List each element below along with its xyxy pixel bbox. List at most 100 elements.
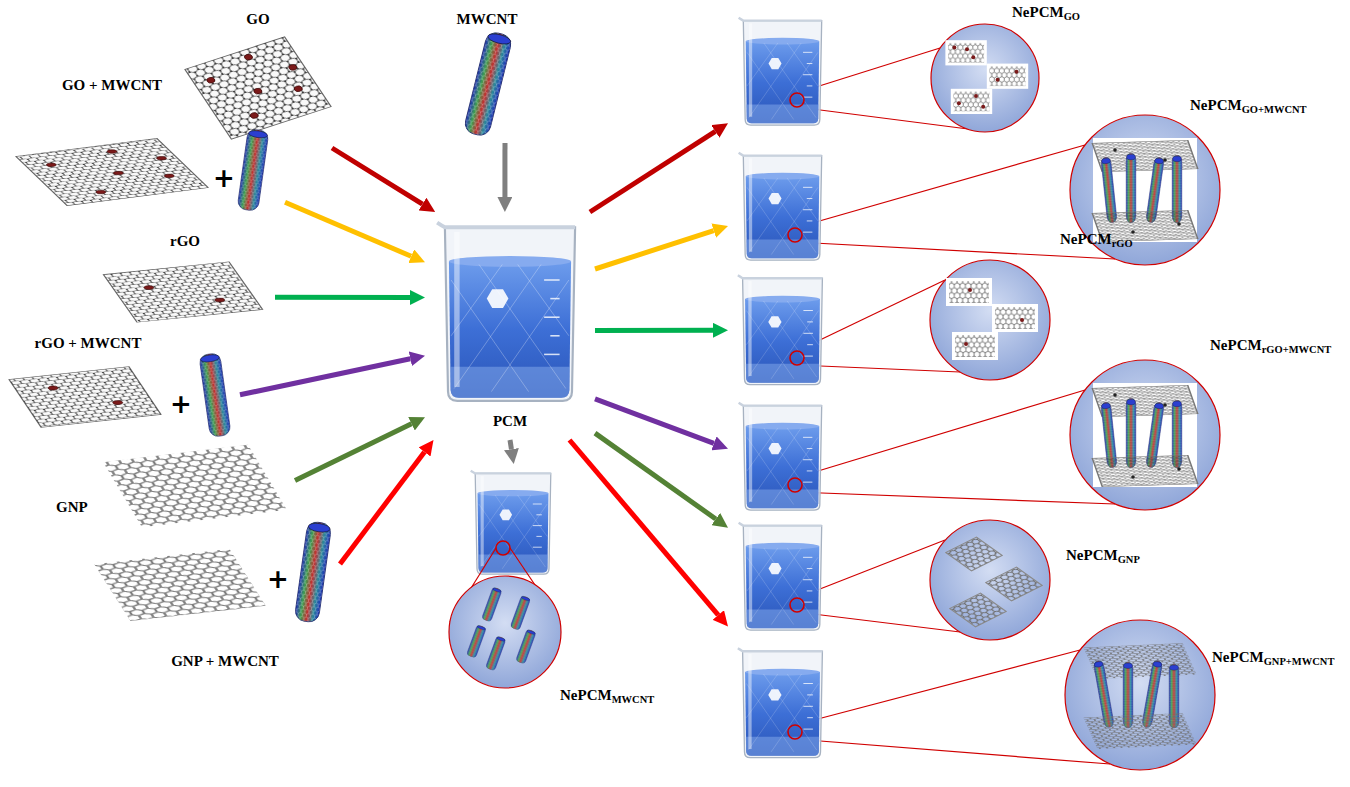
hybrid-structure [1084, 643, 1197, 749]
process-arrow [295, 424, 412, 481]
beaker [738, 275, 823, 384]
reduced-graphene-oxide-sheet [103, 262, 262, 323]
diagram-node: NePCMrGO [728, 228, 1138, 393]
node-label: NePCMGNP [1066, 546, 1140, 569]
node-label: GNP + MWCNT [171, 652, 279, 670]
process-arrow [570, 440, 719, 615]
beaker [739, 403, 822, 510]
process-arrow [595, 399, 714, 443]
process-arrow [595, 328, 713, 333]
node-subscript: GNP+MWCNT [1264, 656, 1335, 667]
zoom-circle [449, 576, 561, 688]
node-name: GNP + MWCNT [171, 653, 279, 669]
node-name: NePCM [1012, 4, 1064, 20]
node-label: NePCMrGO+MWCNT [1210, 336, 1331, 359]
node-label: NePCMGO [1012, 3, 1080, 26]
diagram-node: GO [180, 6, 340, 148]
beaker [739, 153, 822, 260]
node-name: GO [246, 11, 269, 27]
graphene-nanoplatelet [94, 549, 265, 621]
sheet-thumbnails [946, 278, 1038, 360]
process-arrow [340, 452, 424, 564]
node-label: GNP [56, 498, 88, 516]
node-name: GNP [56, 499, 88, 515]
process-arrow [285, 202, 411, 256]
diagram-node: rGO + MWCNT [4, 330, 240, 438]
plus-sign: + [213, 164, 235, 192]
process-arrow [590, 131, 715, 212]
node-name: rGO [170, 233, 200, 249]
graphene-oxide-sheet [16, 138, 208, 205]
node-subscript: GO+MWCNT [1242, 104, 1307, 115]
reduced-graphene-oxide-sheet [9, 367, 161, 428]
beaker [739, 523, 822, 630]
diagram-node: GNP + MWCNT [88, 516, 340, 676]
node-name: NePCM [1060, 231, 1112, 247]
node-name: NePCM [1190, 97, 1242, 113]
node-label: MWCNT [457, 10, 518, 28]
node-subscript: GNP [1118, 554, 1140, 565]
diagram-node: GNP [50, 440, 295, 530]
diagram-node: NePCMGNP+MWCNT [728, 620, 1340, 782]
node-label: NePCMGNP+MWCNT [1212, 648, 1334, 671]
node-label: rGO [170, 232, 200, 250]
node-name: NePCM [560, 687, 612, 703]
node-label: NePCMGO+MWCNT [1190, 96, 1307, 119]
node-name: GO + MWCNT [62, 77, 162, 93]
diagram-node: MWCNT [440, 6, 535, 143]
diagram-node: PCM [425, 212, 595, 440]
hybrid-structure [1092, 138, 1198, 242]
process-arrow [332, 148, 422, 204]
graphene-nanoplatelet [103, 445, 287, 528]
graphene-oxide-sheet [185, 37, 331, 139]
plus-sign: + [267, 565, 289, 593]
node-name: NePCM [1210, 337, 1262, 353]
node-name: rGO + MWCNT [35, 335, 142, 351]
process-arrow [502, 143, 507, 197]
node-subscript: rGO [1112, 238, 1133, 249]
process-arrow [595, 231, 714, 269]
nanotube [463, 31, 513, 138]
process-arrow [240, 359, 410, 395]
nanotube [294, 521, 332, 623]
beaker [738, 648, 823, 757]
node-name: MWCNT [457, 11, 518, 27]
diagram-node: NePCMGNP [728, 515, 1148, 642]
process-arrow [275, 295, 410, 300]
node-name: PCM [493, 413, 527, 429]
zoom-lines [795, 48, 1115, 764]
diagram-node: NePCMGO [728, 0, 1088, 137]
beaker [739, 18, 822, 125]
node-label: NePCMrGO [1060, 230, 1133, 253]
node-name: NePCM [1212, 649, 1264, 665]
node-name: NePCM [1066, 547, 1118, 563]
node-label: GO + MWCNT [62, 76, 162, 94]
node-subscript: rGO+MWCNT [1262, 344, 1332, 355]
platelet-group [946, 537, 1042, 627]
beaker [471, 471, 551, 575]
hybrid-structure [1092, 383, 1198, 487]
zoom-marker [788, 93, 804, 739]
node-label: rGO + MWCNT [35, 334, 142, 352]
process-arrow [595, 433, 716, 519]
sheet-thumbnails [945, 40, 1028, 114]
beaker [437, 223, 575, 401]
diagram-node: rGO [95, 228, 275, 330]
diagram-node: GO + MWCNT [8, 72, 285, 212]
nanotube [199, 353, 231, 438]
node-subscript: GO [1064, 11, 1080, 22]
plus-sign: + [170, 390, 192, 418]
node-label: PCM [493, 412, 527, 430]
node-label: GO [246, 10, 269, 28]
diagram-node: NePCMMWCNT [440, 464, 656, 711]
diagram-node: NePCMGO+MWCNT [728, 94, 1340, 270]
node-label: NePCMMWCNT [560, 686, 654, 709]
zoom-circle [930, 24, 1220, 770]
nanotube-group [464, 585, 546, 680]
node-subscript: MWCNT [612, 694, 655, 705]
diagram-node: NePCMrGO+MWCNT [728, 334, 1340, 516]
